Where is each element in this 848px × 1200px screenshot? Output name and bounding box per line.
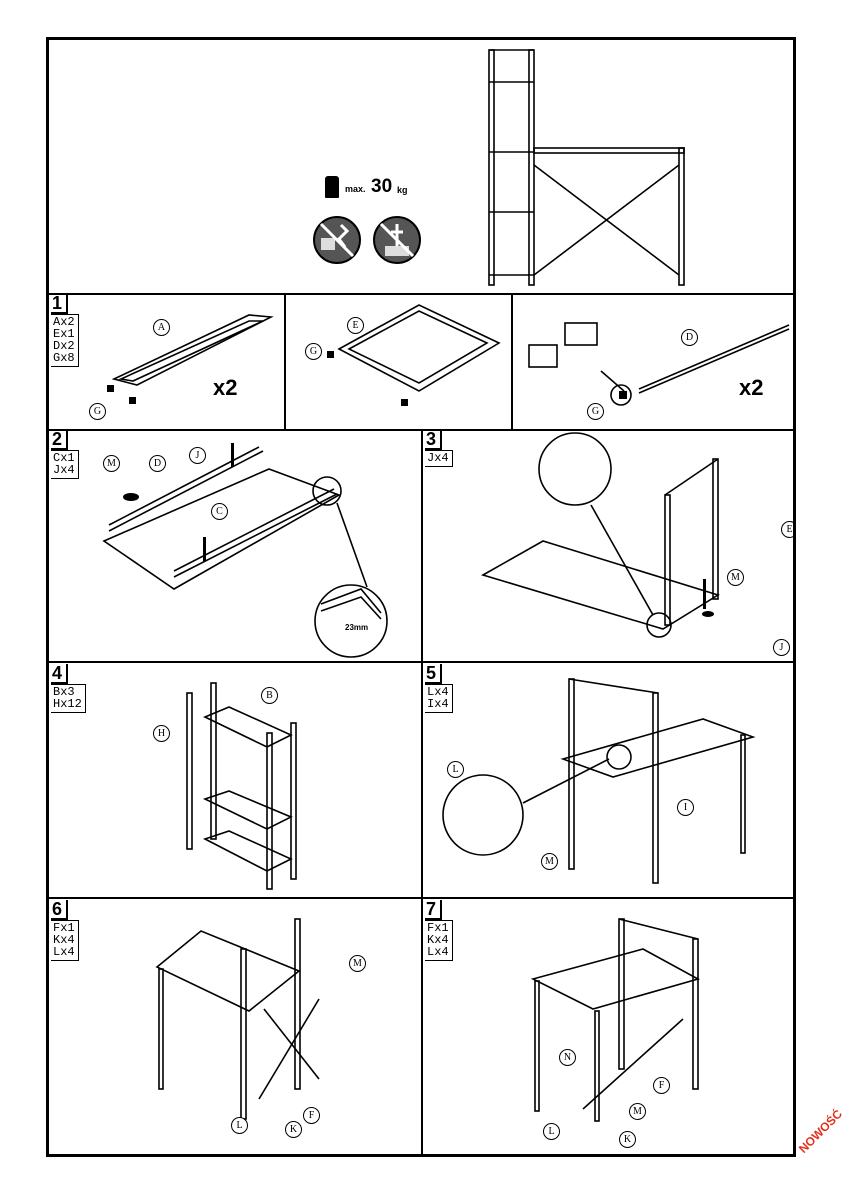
step-5-drawing [442,678,756,884]
dimension-text: 23mm [345,623,369,632]
divider [421,429,423,1154]
step-4-drawing [186,682,297,890]
weight-unit: kg [397,185,408,195]
part-label: L [543,1123,560,1140]
step-number: 3 [425,430,443,450]
divider [49,293,793,295]
part-label: N [559,1049,576,1066]
part-label: G [305,343,322,360]
part-label: L [231,1117,248,1134]
part-label: G [587,403,604,420]
step-number: 4 [51,664,69,684]
part-label: A [153,319,170,336]
multiplier: x2 [213,375,238,400]
divider [284,293,286,429]
part-label: F [303,1107,320,1124]
step-number: 7 [425,900,443,920]
step-7-drawing [530,918,701,1122]
part-label: J [189,447,206,464]
part-label: D [149,455,166,472]
part-label: C [211,503,228,520]
part-label: I [677,799,694,816]
multiplier: x2 [739,375,764,400]
weight-icon [325,176,339,198]
part-label: H [153,725,170,742]
part-label: G [89,403,106,420]
step-1-drawing [107,304,790,406]
part-label: F [653,1077,670,1094]
part-label: J [773,639,790,656]
part-label: M [349,955,366,972]
weight-value: 30 [371,176,393,197]
step-number: 6 [51,900,69,920]
watermark-stamp: NOWOŚĆ [796,1106,846,1156]
part-label: E [781,521,793,538]
parts-list: Jx4 [425,450,453,467]
part-label: E [347,317,364,334]
part-label: K [285,1121,302,1138]
step-number: 5 [425,664,443,684]
step-3-panel: 3 Jx4 E M J M [423,429,793,661]
part-label: M [727,569,744,586]
part-label: M [629,1103,646,1120]
part-label: K [619,1131,636,1148]
part-label: B [261,687,278,704]
finished-desk-drawing [488,49,685,286]
part-label: M [103,455,120,472]
weight-prefix: max. [345,184,366,194]
overview-panel: max. 30 kg [49,40,793,293]
part-label: L [447,761,464,778]
part-label: D [681,329,698,346]
divider [511,293,513,429]
step-3-drawing [480,432,720,638]
step-number: 1 [51,294,69,314]
step-number: 2 [51,430,69,450]
step-2-drawing [102,443,388,658]
step-6-drawing [155,918,320,1120]
part-label: M [541,853,558,870]
